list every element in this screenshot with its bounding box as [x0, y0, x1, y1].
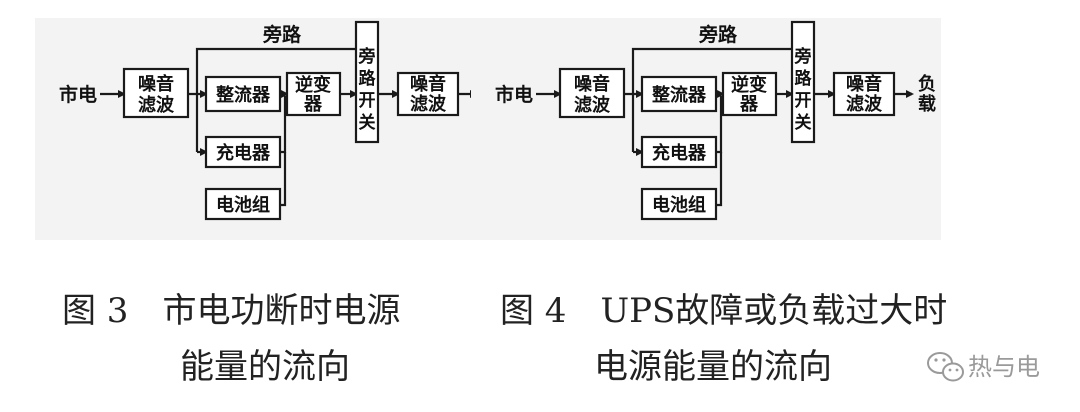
bypass-label: 旁路	[698, 23, 738, 46]
charger-box	[204, 135, 282, 169]
noise-filter-in-label: 噪音	[138, 73, 174, 95]
noise-filter-out-label: 噪音	[410, 73, 446, 95]
bypass-switch-label: 路	[795, 68, 813, 89]
figure-3-caption-line2: 能量的流向	[180, 347, 350, 387]
battery-box	[204, 187, 282, 221]
rectifier-label: 整流器	[215, 84, 271, 106]
noise-filter-out-box	[396, 71, 460, 117]
noise-filter-out-label: 滤波	[846, 93, 883, 115]
watermark: 热与电	[927, 352, 1040, 382]
rectifier-label: 整流器	[651, 84, 707, 106]
figure-4-caption: 图 4 UPS故障或负载过大时	[500, 291, 947, 331]
figure-3-caption: 图 3 市电功断时电源	[62, 291, 400, 331]
noise-filter-in-label: 滤波	[138, 94, 175, 116]
noise-filter-out-box	[832, 71, 896, 117]
bypass-switch-label: 路	[359, 68, 377, 89]
load-label: 负	[918, 73, 936, 95]
noise-filter-out-label: 噪音	[846, 73, 882, 95]
bypass-label: 旁路	[262, 23, 302, 46]
charger-label: 充电器	[216, 142, 271, 164]
diagram-1: 市电 旁路 噪音 滤波 整流器 逆变 器 旁 路 开 关 噪音 滤波 充电器 电…	[35, 18, 505, 240]
inverter-box	[285, 71, 342, 117]
rectifier-box	[640, 75, 718, 113]
bypass-switch-label: 开	[795, 91, 812, 111]
diagram-2-wires	[536, 47, 914, 207]
rectifier-box	[204, 75, 282, 113]
bypass-switch-label: 旁	[358, 46, 376, 67]
watermark-text: 热与电	[968, 353, 1040, 381]
bypass-switch-label: 关	[795, 112, 812, 133]
noise-filter-out-label: 滤波	[410, 93, 447, 115]
battery-box	[640, 187, 718, 221]
bypass-switch-box	[354, 20, 380, 144]
charger-label: 充电器	[652, 142, 707, 164]
load-label: 载	[918, 93, 936, 115]
mains-label: 市电	[59, 83, 97, 106]
inverter-label: 逆变	[731, 74, 767, 96]
battery-label: 电池组	[652, 194, 706, 216]
bypass-switch-label: 开	[359, 91, 376, 111]
battery-label: 电池组	[216, 194, 270, 216]
noise-filter-in-label: 滤波	[574, 94, 611, 116]
noise-filter-in-box	[558, 67, 626, 119]
figure-4-caption-line2: 电源能量的流向	[594, 347, 832, 387]
mains-label: 市电	[495, 83, 533, 106]
charger-box	[640, 135, 718, 169]
diagram-1-wires	[100, 47, 478, 207]
inverter-label: 器	[303, 94, 323, 115]
inverter-box	[721, 71, 778, 117]
bypass-switch-box	[790, 20, 816, 144]
noise-filter-in-label: 噪音	[574, 73, 610, 95]
inverter-label: 器	[739, 94, 759, 115]
bypass-switch-label: 旁	[794, 46, 812, 67]
inverter-label: 逆变	[295, 74, 331, 96]
noise-filter-in-box	[122, 67, 190, 119]
diagram-2: 市电 旁路 噪音 滤波 整流器 逆变 器 旁 路 开 关 噪音 滤波 充电器 电…	[471, 18, 941, 240]
wechat-icon	[927, 352, 964, 382]
bypass-switch-label: 关	[359, 112, 376, 133]
